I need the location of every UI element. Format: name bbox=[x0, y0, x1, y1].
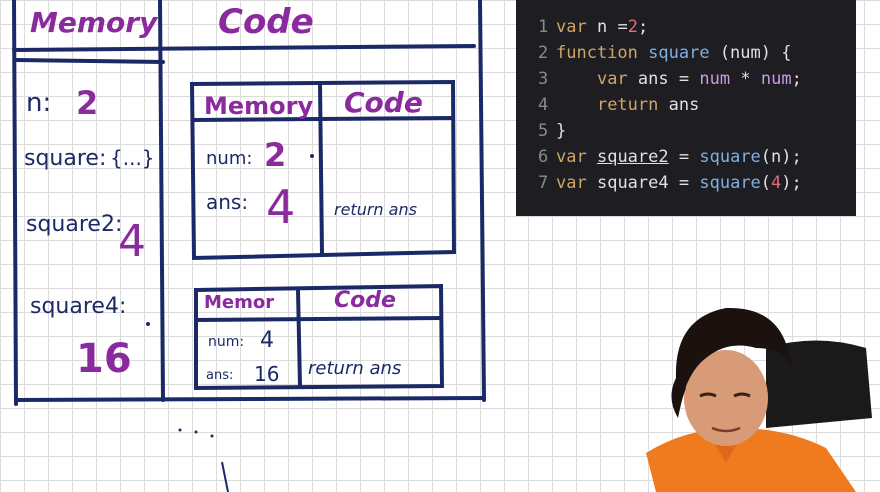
ec2-code-header: Code bbox=[334, 288, 396, 313]
ec2-ans-value: 16 bbox=[254, 362, 280, 386]
var-square-label: square: bbox=[24, 146, 107, 171]
presenter-video bbox=[616, 278, 880, 492]
var-square2-value: 4 bbox=[118, 216, 146, 267]
global-memory-header: Memory bbox=[30, 6, 158, 39]
ec1-num-label: num: bbox=[206, 148, 253, 169]
ec1-code-header: Code bbox=[344, 86, 423, 119]
ec1-memory-header: Memory bbox=[204, 92, 314, 120]
ec2-ans-label: ans: bbox=[206, 368, 234, 383]
presenter-video-icon bbox=[646, 307, 872, 492]
ec1-ans-value: 4 bbox=[266, 180, 296, 234]
code-line-3: 3 var ans = num * num; bbox=[538, 69, 802, 89]
ec2-memory-header: Memor bbox=[204, 292, 275, 313]
ec1-num-value: 2 bbox=[264, 136, 287, 174]
ec1-code-text: return ans bbox=[334, 200, 417, 219]
ec2-num-label: num: bbox=[208, 334, 245, 350]
code-line-5: 5} bbox=[538, 121, 567, 141]
var-square2-label: square2: bbox=[26, 212, 123, 237]
var-square4-value: 16 bbox=[76, 336, 132, 382]
ec2-code-text: return ans bbox=[308, 358, 402, 379]
ec2-num-value: 4 bbox=[260, 328, 274, 353]
var-n-value: 2 bbox=[76, 84, 99, 122]
var-square-value: {...} bbox=[110, 146, 155, 170]
var-square4-label: square4: bbox=[30, 294, 127, 319]
ec1-ans-label: ans: bbox=[206, 190, 249, 214]
global-code-header: Code bbox=[218, 2, 314, 42]
var-n-label: n: bbox=[26, 88, 52, 118]
code-line-4: 4 return ans bbox=[538, 95, 700, 115]
